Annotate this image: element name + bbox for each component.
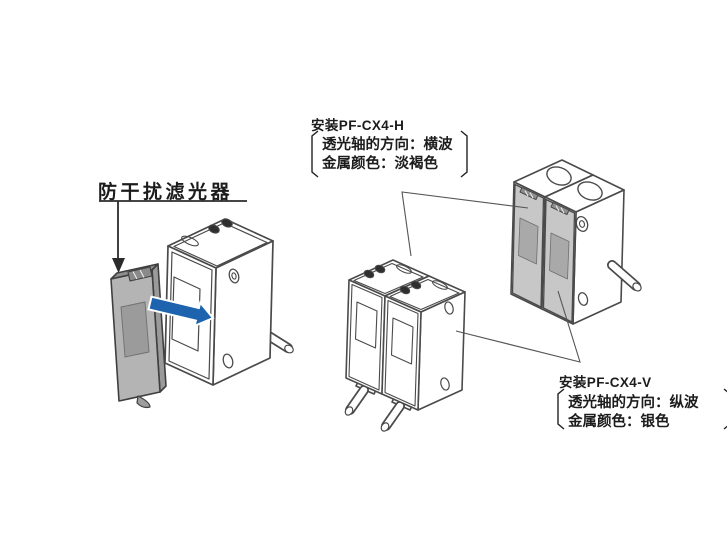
h-install-title: 安装PF-CX4-H <box>311 118 405 133</box>
pair-cable <box>607 260 642 292</box>
sensor-pair-plain <box>344 260 465 433</box>
filter-label-leader <box>99 200 247 273</box>
v-label-leaders <box>455 290 581 363</box>
single-sensor <box>164 218 294 386</box>
filter-heading: 防干扰滤光器 <box>98 182 234 203</box>
h-label-leaders <box>401 191 529 257</box>
filter-plate-window <box>120 301 150 358</box>
h-metal-color: 金属颜色：淡褐色 <box>322 156 438 172</box>
v-metal-color: 金属颜色：银色 <box>568 414 670 430</box>
filter-install-illustration <box>99 200 294 409</box>
v-axis-direction: 透光轴的方向：纵波 <box>568 395 699 411</box>
v-install-title: 安装PF-CX4-V <box>559 375 652 390</box>
h-axis-direction: 透光轴的方向：横波 <box>322 137 453 153</box>
interference-filter-plate <box>110 263 167 409</box>
sensor-pair-with-filters <box>510 159 642 325</box>
spec-brackets <box>311 130 727 430</box>
install-direction-arrow-icon <box>147 295 215 328</box>
